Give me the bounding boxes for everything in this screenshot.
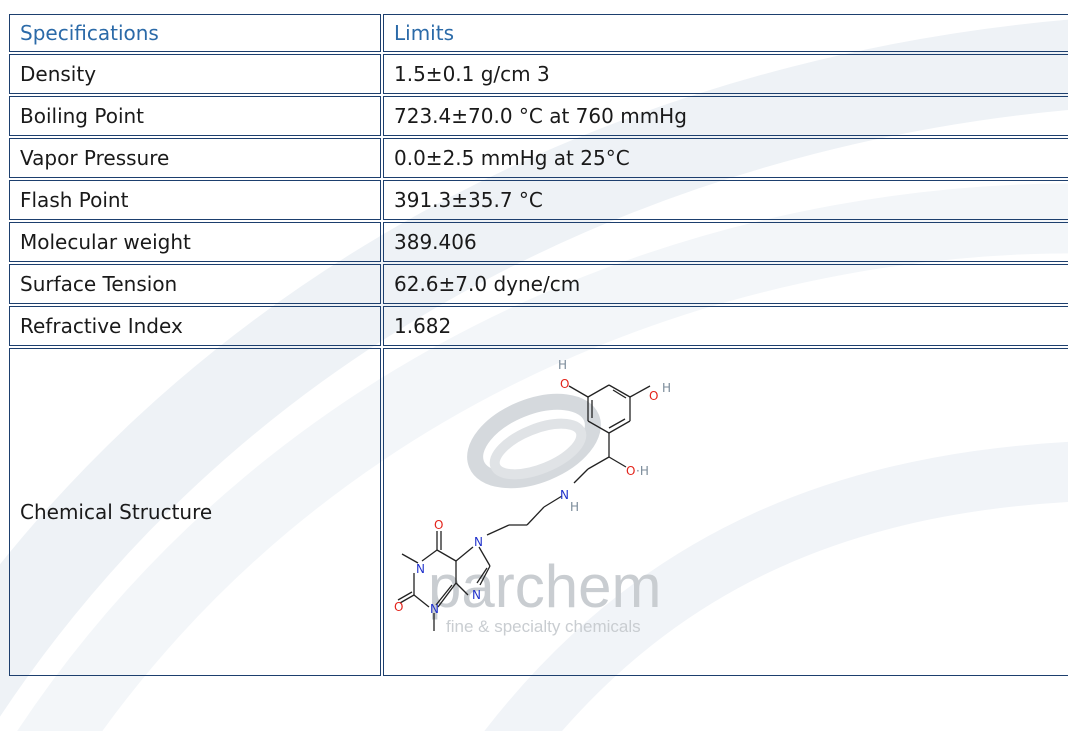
spec-limit: 391.3±35.7 °C bbox=[383, 180, 1068, 220]
table-header-row: Specifications Limits bbox=[9, 14, 1068, 52]
atom-label: O bbox=[560, 377, 569, 391]
spec-name: Density bbox=[9, 54, 381, 94]
atom-label: ·H bbox=[636, 464, 649, 478]
atom-label: H bbox=[662, 381, 671, 395]
watermark-brand: parchem bbox=[428, 553, 661, 620]
watermark-logo bbox=[467, 393, 601, 489]
table-row-structure: Chemical Structure parchem fine & specia… bbox=[9, 348, 1068, 676]
table-row: Density 1.5±0.1 g/cm 3 bbox=[9, 54, 1068, 94]
spec-name: Flash Point bbox=[9, 180, 381, 220]
molecule-bonds bbox=[397, 384, 651, 631]
table-row: Refractive Index 1.682 bbox=[9, 306, 1068, 346]
atom-label: N bbox=[472, 588, 481, 602]
spec-limit: 0.0±2.5 mmHg at 25°C bbox=[383, 138, 1068, 178]
background-curve-3 bbox=[484, 441, 1068, 731]
spec-name: Chemical Structure bbox=[9, 348, 381, 676]
table-row: Flash Point 391.3±35.7 °C bbox=[9, 180, 1068, 220]
atom-label: H bbox=[570, 500, 579, 514]
chemical-structure-image: parchem fine & specialty chemicals bbox=[394, 358, 671, 636]
structure-image-cell: parchem fine & specialty chemicals bbox=[383, 348, 1068, 676]
table-row: Surface Tension 62.6±7.0 dyne/cm bbox=[9, 264, 1068, 304]
table-row: Vapor Pressure 0.0±2.5 mmHg at 25°C bbox=[9, 138, 1068, 178]
atom-label: O bbox=[434, 518, 443, 532]
atom-label: N bbox=[474, 535, 483, 549]
specifications-table: Specifications Limits Density 1.5±0.1 g/… bbox=[7, 12, 1068, 678]
spec-name: Boiling Point bbox=[9, 96, 381, 136]
header-limits: Limits bbox=[383, 14, 1068, 52]
atom-label: N bbox=[430, 602, 439, 616]
molecule-atom-labels: H O H O O ·H N H N N N N O O bbox=[394, 358, 671, 616]
atom-label: O bbox=[626, 464, 635, 478]
atom-label: O bbox=[394, 600, 403, 614]
header-specifications: Specifications bbox=[9, 14, 381, 52]
spec-name: Vapor Pressure bbox=[9, 138, 381, 178]
watermark-tagline: fine & specialty chemicals bbox=[446, 617, 641, 636]
atom-label: H bbox=[558, 358, 567, 372]
spec-limit: 62.6±7.0 dyne/cm bbox=[383, 264, 1068, 304]
table-row: Boiling Point 723.4±70.0 °C at 760 mmHg bbox=[9, 96, 1068, 136]
background-curve-2 bbox=[17, 183, 1068, 731]
spec-limit: 389.406 bbox=[383, 222, 1068, 262]
table-row: Molecular weight 389.406 bbox=[9, 222, 1068, 262]
spec-name: Molecular weight bbox=[9, 222, 381, 262]
watermark-ring-inner-icon bbox=[489, 418, 587, 480]
spec-name: Refractive Index bbox=[9, 306, 381, 346]
atom-label: N bbox=[560, 488, 569, 502]
background-curve-1 bbox=[0, 19, 1068, 717]
spec-limit: 1.682 bbox=[383, 306, 1068, 346]
spec-name: Surface Tension bbox=[9, 264, 381, 304]
spec-limit: 1.5±0.1 g/cm 3 bbox=[383, 54, 1068, 94]
atom-label: O bbox=[649, 389, 658, 403]
atom-label: N bbox=[416, 562, 425, 576]
spec-limit: 723.4±70.0 °C at 760 mmHg bbox=[383, 96, 1068, 136]
